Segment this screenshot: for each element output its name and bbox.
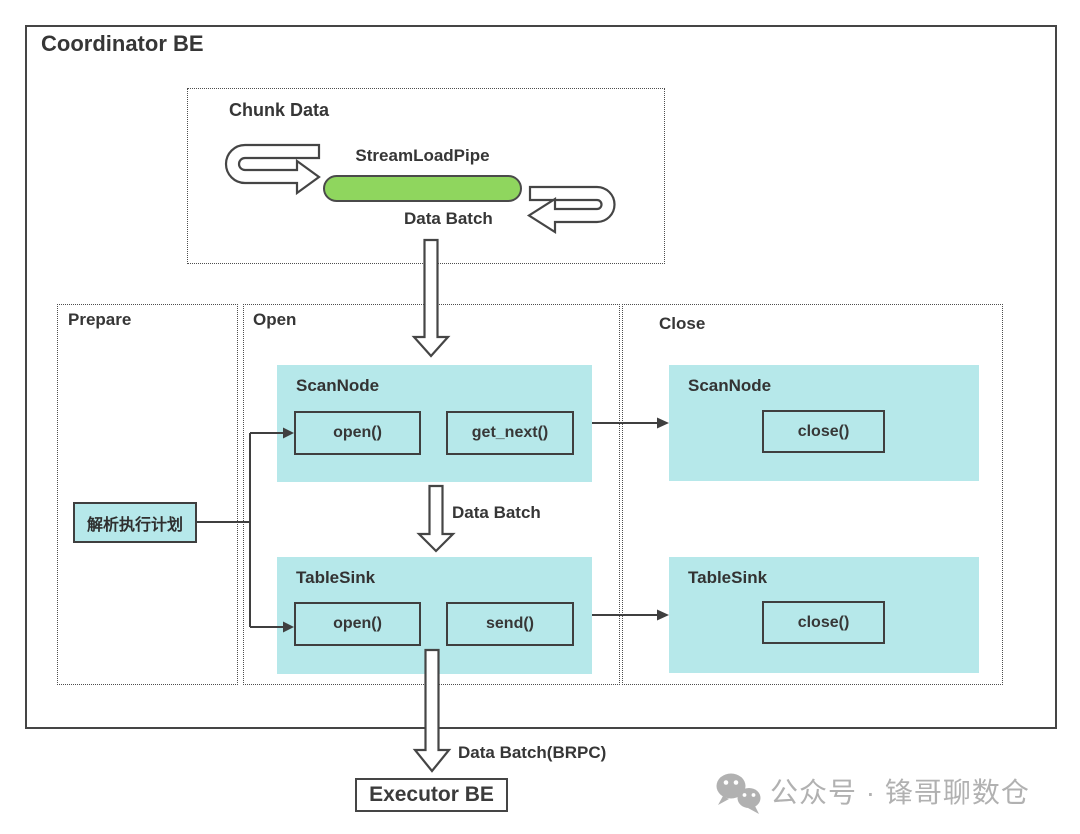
brpc-label: Data Batch(BRPC) — [458, 743, 607, 762]
close-title: Close — [659, 314, 706, 333]
open-title: Open — [253, 310, 297, 329]
open-tablesink-send-method: send() — [446, 602, 574, 646]
open-tablesink-open-method: open() — [294, 602, 421, 646]
open-tablesink-title: TableSink — [296, 568, 376, 587]
open-data-batch-label: Data Batch — [452, 503, 541, 522]
prepare-panel — [57, 304, 238, 685]
coordinator-be-title: Coordinator BE — [41, 31, 204, 56]
close-tablesink-block: TableSink — [669, 557, 979, 673]
parse-plan-label: 解析执行计划 — [86, 516, 183, 534]
parse-plan-box: 解析执行计划 — [73, 502, 197, 543]
close-tablesink-close-method: close() — [762, 601, 885, 644]
executor-be-label: Executor BE — [369, 783, 494, 806]
open-tablesink-block: TableSink — [277, 557, 592, 674]
open-scannode-getnext-method: get_next() — [446, 411, 574, 455]
open-scannode-open-method: open() — [294, 411, 421, 455]
open-scannode-title: ScanNode — [296, 376, 380, 395]
close-scannode-title: ScanNode — [688, 376, 772, 395]
close-scannode-block: ScanNode — [669, 365, 979, 481]
chunk-data-title: Chunk Data — [229, 100, 330, 120]
stream-load-pipe-shape — [323, 175, 522, 202]
open-scannode-block: ScanNode — [277, 365, 592, 482]
wechat-icon — [716, 773, 761, 814]
close-scannode-close-method: close() — [762, 410, 885, 453]
watermark-text: 公众号 · 锋哥聊数仓 — [770, 777, 1030, 808]
coordinator-be-box — [25, 25, 1057, 729]
prepare-title: Prepare — [68, 310, 132, 329]
stream-load-pipe-label: StreamLoadPipe — [355, 146, 490, 165]
executor-be-box: Executor BE — [355, 778, 508, 812]
chunk-data-batch-label: Data Batch — [404, 209, 493, 228]
close-panel — [622, 304, 1003, 685]
close-tablesink-title: TableSink — [688, 568, 768, 587]
